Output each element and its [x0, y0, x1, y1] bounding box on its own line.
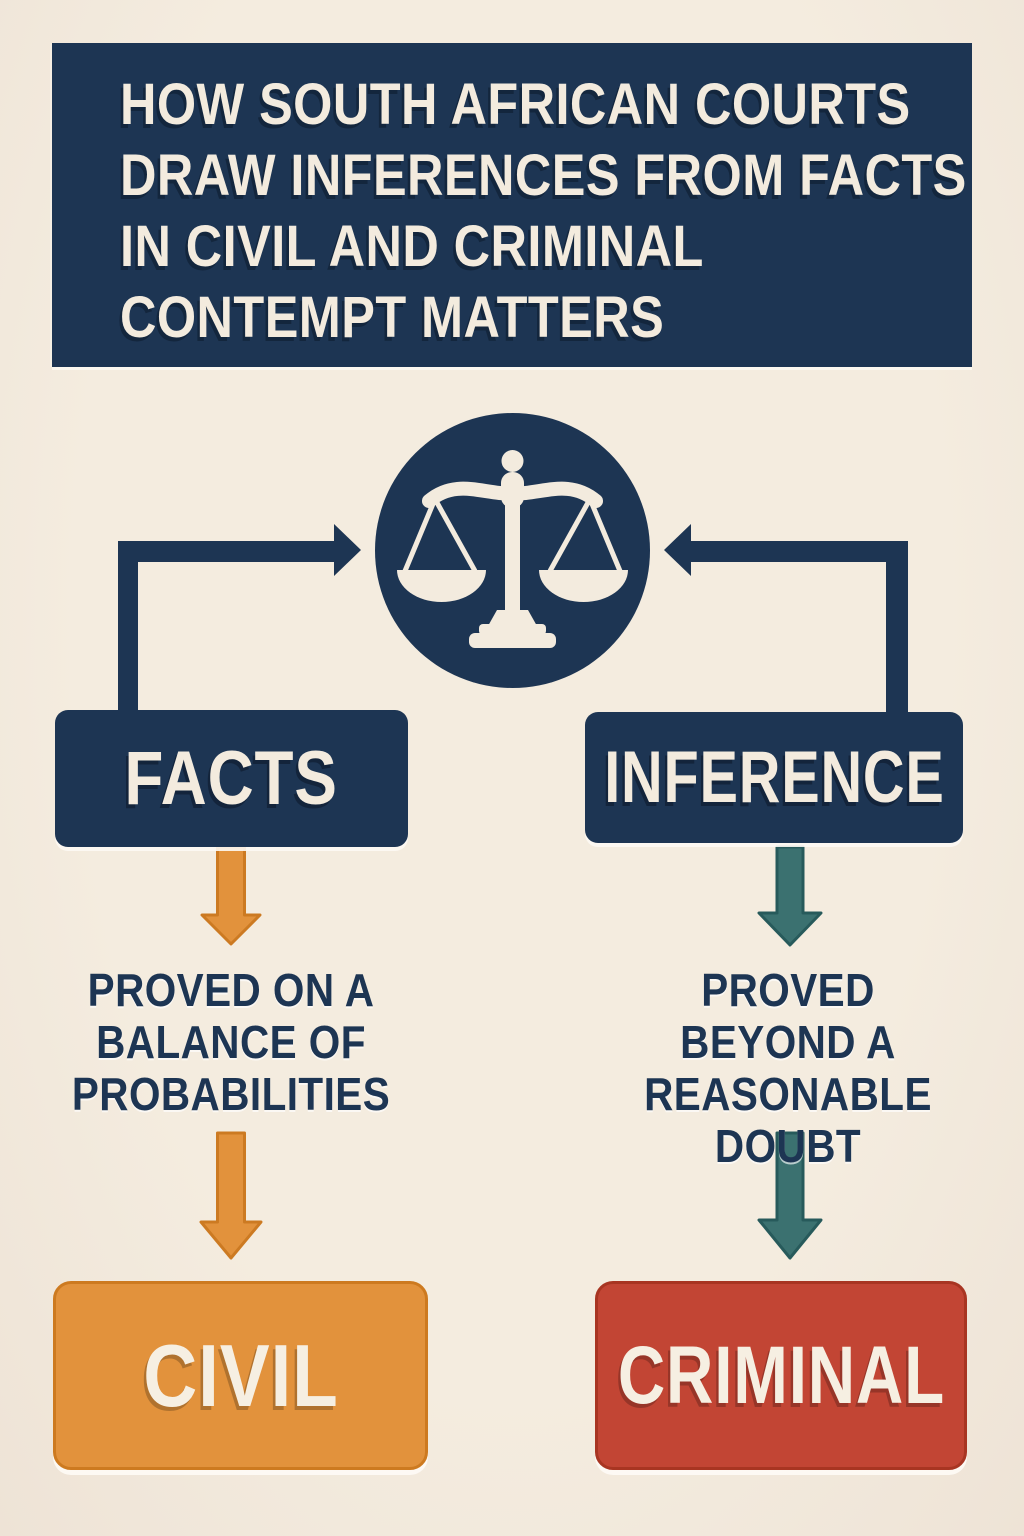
scales-right-pan [539, 570, 628, 602]
criminal-standard-line-2: REASONABLE [644, 1068, 932, 1120]
page-title: HOW SOUTH AFRICAN COURTS DRAW INFERENCES… [120, 69, 967, 353]
inference-to-scales-connector-arrow [664, 524, 908, 712]
facts-down-arrow [200, 845, 262, 946]
scales-left-strings [402, 497, 478, 573]
scales-knob [501, 450, 524, 472]
scales-right-strings [547, 497, 623, 573]
header-banner: HOW SOUTH AFRICAN COURTS DRAW INFERENCES… [52, 43, 972, 367]
page-title-line-3: IN CIVIL AND CRIMINAL [120, 214, 704, 279]
standard-to-civil-arrow [199, 1131, 263, 1260]
civil-standard-line-2: BALANCE OF [96, 1016, 366, 1068]
civil-standard-text: PROVED ON A BALANCE OF PROBABILITIES [55, 964, 407, 1120]
civil-label: CIVIL [142, 1325, 339, 1425]
inference-label: INFERENCE [603, 737, 945, 818]
civil-standard-line-3: PROBABILITIES [71, 1068, 391, 1120]
facts-to-scales-connector-arrow [118, 524, 361, 712]
scales-base-step-2 [469, 633, 556, 648]
criminal-label: CRIMINAL [617, 1329, 945, 1421]
criminal-standard-text: PROVED BEYOND A REASONABLE DOUBT [612, 964, 964, 1172]
scales-beam [422, 481, 603, 508]
inference-down-arrow [757, 845, 823, 947]
criminal-outcome-node: CRIMINAL [595, 1281, 967, 1470]
page-title-line-1: HOW SOUTH AFRICAN COURTS [120, 72, 911, 137]
inference-node: INFERENCE [585, 712, 963, 843]
scales-of-justice-icon [375, 413, 650, 688]
scales-left-pan [397, 570, 486, 602]
scales-base-flare [488, 610, 537, 626]
scales-pillar [505, 499, 520, 613]
facts-node: FACTS [55, 710, 408, 847]
criminal-standard-line-1: PROVED BEYOND A [680, 964, 896, 1068]
facts-label: FACTS [124, 736, 339, 821]
page-title-line-4: CONTEMPT MATTERS [120, 285, 665, 350]
page-title-line-2: DRAW INFERENCES FROM FACTS [120, 143, 967, 208]
criminal-standard-line-3: DOUBT [714, 1120, 862, 1172]
scales-base-step-1 [479, 624, 546, 635]
civil-outcome-node: CIVIL [53, 1281, 428, 1470]
civil-standard-line-1: PROVED ON A [87, 964, 375, 1016]
